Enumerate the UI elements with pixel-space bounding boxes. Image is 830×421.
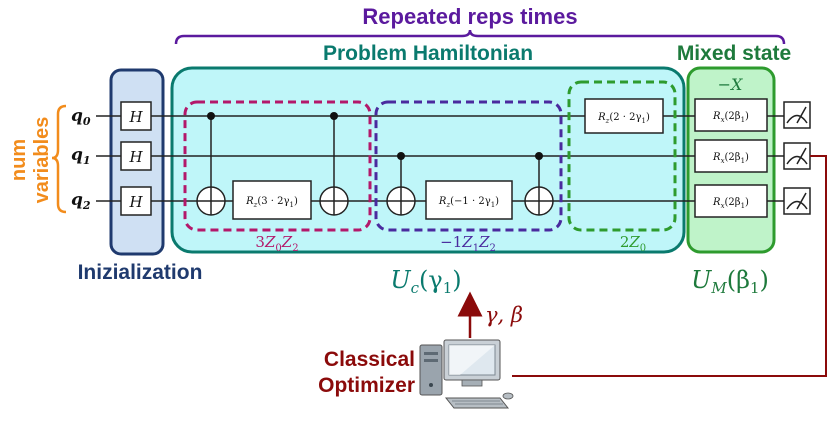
svg-text:Rx(2β1): Rx(2β1) <box>712 197 749 210</box>
hadamard-gate-q1: H <box>120 141 152 171</box>
svg-text:Rz(−1 · 2γ1): Rz(−1 · 2γ1) <box>438 196 499 209</box>
computer-icon <box>419 339 514 409</box>
rx-gate-q0: Rx(2β1) <box>694 98 768 132</box>
svg-text:q1: q1 <box>71 145 91 167</box>
um-label: UM(β1) <box>691 266 769 297</box>
cnot-q0-q2-first <box>196 112 226 216</box>
svg-text:Rz(2 · 2γ1): Rz(2 · 2γ1) <box>597 112 650 125</box>
optimizer-label-line1: Classical <box>324 348 415 371</box>
term-group-z0 <box>567 80 677 232</box>
rz-gate-z1z2: Rz(−1 · 2γ1) <box>425 180 513 220</box>
svg-text:H: H <box>128 108 143 126</box>
initialization-label: Inizialization <box>78 261 203 284</box>
term-label-z0z2: 3Z0Z2 <box>255 233 298 254</box>
term-label-z1z2: −1Z1Z2 <box>440 233 496 254</box>
rz-gate-z0: Rz(2 · 2γ1) <box>584 98 664 134</box>
qubit-label-q2: q2 <box>71 190 91 212</box>
rz-gate-z0z2: Rz(3 · 2γ1) <box>232 180 312 220</box>
title-repeated: Repeated reps times <box>362 4 577 29</box>
cnot-q1-q2-second <box>524 152 554 216</box>
qubit-label-q0: q0 <box>71 106 91 128</box>
repeat-bracket <box>174 29 786 45</box>
optimizer-label-line2: Optimizer <box>318 374 415 397</box>
problem-hamiltonian-box <box>170 66 686 254</box>
svg-text:H: H <box>128 148 143 166</box>
svg-text:Rx(2β1): Rx(2β1) <box>712 111 749 124</box>
variables-brace <box>51 104 67 214</box>
term-group-z0z2 <box>183 100 372 232</box>
term-label-z0: 2Z0 <box>620 233 646 254</box>
svg-text:q2: q2 <box>71 190 91 212</box>
measurement-icon-q2 <box>783 187 811 215</box>
measurement-icon-q0 <box>783 101 811 129</box>
hadamard-gate-q2: H <box>120 186 152 216</box>
minus-x-label: −X <box>718 75 743 94</box>
rx-gate-q1: Rx(2β1) <box>694 139 768 173</box>
mixed-state-label: Mixed state <box>677 42 791 65</box>
qubit-label-q1: q1 <box>71 145 91 167</box>
num-variables-line2: variables <box>31 117 53 204</box>
cnot-q1-q2-first <box>386 152 416 216</box>
svg-text:H: H <box>128 193 143 211</box>
problem-hamiltonian-label: Problem Hamiltonian <box>323 42 533 65</box>
svg-text:q0: q0 <box>71 106 91 128</box>
rx-gate-q2: Rx(2β1) <box>694 184 768 218</box>
feedback-line <box>512 155 827 377</box>
cnot-q0-q2-second <box>319 112 349 216</box>
uc-label: Uc(γ1) <box>390 266 461 297</box>
svg-text:Rx(2β1): Rx(2β1) <box>712 152 749 165</box>
num-variables-line1: num <box>8 139 30 181</box>
measurement-icon-q1 <box>783 142 811 170</box>
hadamard-gate-q0: H <box>120 101 152 131</box>
term-group-z1z2 <box>374 100 563 232</box>
svg-text:Rz(3 · 2γ1): Rz(3 · 2γ1) <box>245 196 298 209</box>
params-label: γ, β <box>485 303 523 327</box>
